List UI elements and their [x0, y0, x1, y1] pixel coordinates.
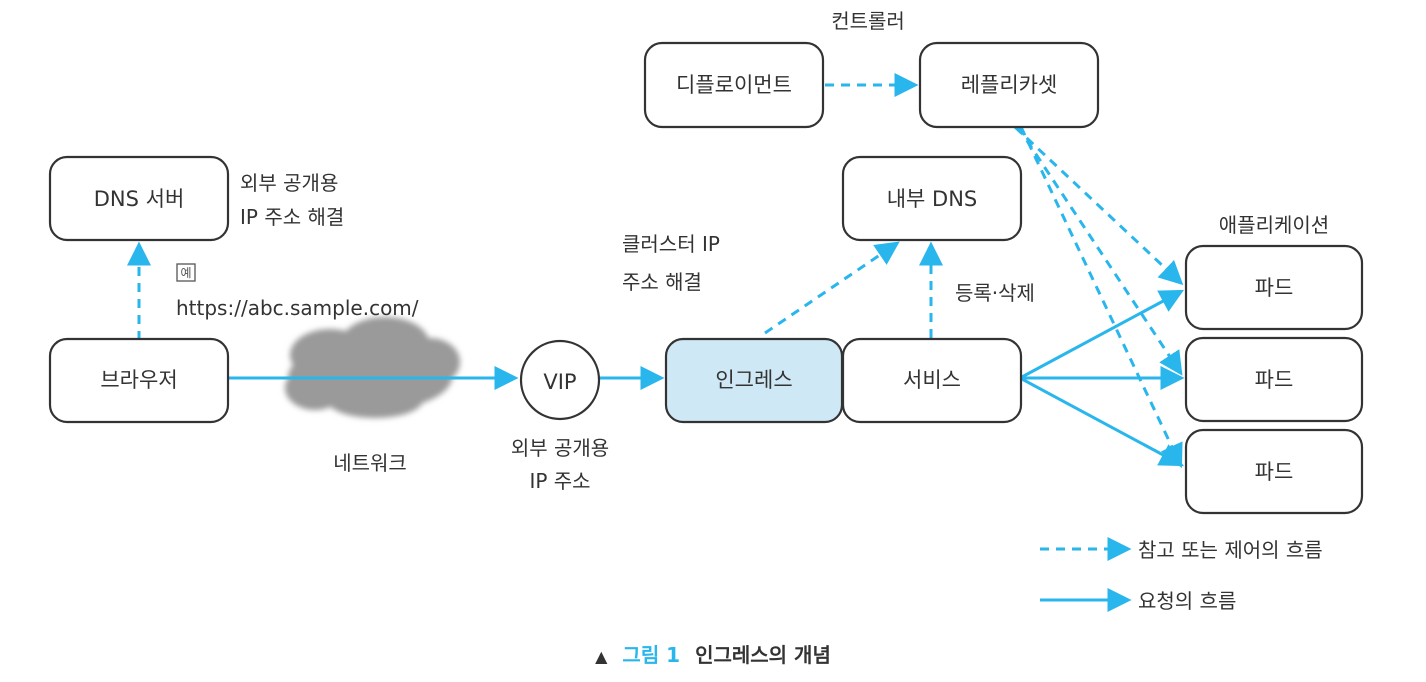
register-delete-label: 등록·삭제: [955, 281, 1035, 305]
browser-node: 브라우저: [48, 337, 230, 424]
internal-dns-node: 내부 DNS: [841, 155, 1023, 242]
replicaset-label: 레플리카셋: [961, 73, 1058, 97]
pod-node: 파드: [1184, 428, 1364, 515]
caption-marker: ▲: [595, 647, 608, 666]
pod-label: 파드: [1255, 368, 1294, 392]
caption-title: 인그레스의 개념: [695, 643, 831, 667]
ingress-label: 인그레스: [715, 368, 792, 392]
dns-server-label: DNS 서버: [94, 187, 185, 211]
dns-server-node: DNS 서버: [48, 155, 230, 242]
external-ip-label-line1: 외부 공개용: [511, 436, 609, 460]
application-label: 애플리케이션: [1219, 213, 1329, 237]
deployment-label: 디플로이먼트: [676, 73, 792, 97]
controller-label: 컨트롤러: [831, 9, 905, 33]
cluster-ip-label-line1: 클러스터 IP: [622, 232, 720, 256]
legend: 참고 또는 제어의 흐름 요청의 흐름: [1040, 537, 1323, 613]
vip-node: VIP: [519, 339, 601, 421]
pod-label: 파드: [1255, 276, 1294, 300]
service-node: 서비스: [841, 337, 1023, 424]
network-label: 네트워크: [333, 451, 407, 475]
example-url: https://abc.sample.com/: [176, 296, 419, 320]
legend-dashed-label: 참고 또는 제어의 흐름: [1138, 538, 1323, 562]
example-icon: 예: [176, 263, 196, 282]
pod-node: 파드: [1184, 244, 1364, 331]
ingress-node: 인그레스: [664, 337, 844, 424]
internal-dns-label: 내부 DNS: [887, 187, 978, 211]
service-to-pod1-arrow: [1019, 289, 1184, 380]
external-dns-label-line1: 외부 공개용: [240, 171, 338, 195]
network-cloud: [285, 317, 460, 418]
browser-label: 브라우저: [100, 368, 177, 392]
figure-caption: ▲ 그림 1 인그레스의 개념: [595, 643, 831, 667]
deployment-node: 디플로이먼트: [643, 41, 825, 129]
legend-solid-label: 요청의 흐름: [1138, 589, 1236, 613]
service-label: 서비스: [903, 368, 961, 392]
pod-node: 파드: [1184, 336, 1364, 423]
external-dns-label-line2: IP 주소 해결: [240, 205, 344, 229]
svg-text:예: 예: [180, 266, 191, 280]
replicaset-to-pod1-arrow: [1013, 125, 1184, 286]
replicaset-node: 레플리카셋: [918, 41, 1100, 129]
pod-label: 파드: [1255, 460, 1294, 484]
vip-label: VIP: [543, 370, 576, 394]
ingress-to-internal-dns-arrow: [764, 241, 900, 335]
replicaset-to-pod2-arrow: [1016, 126, 1183, 376]
cluster-ip-label-line2: 주소 해결: [622, 270, 702, 294]
external-ip-label-line2: IP 주소: [529, 469, 590, 493]
service-to-pod3-arrow: [1019, 376, 1184, 467]
caption-figure-number: 그림 1: [622, 643, 680, 667]
connections: [127, 73, 1185, 469]
replicaset-to-pod3-arrow: [1019, 126, 1183, 469]
